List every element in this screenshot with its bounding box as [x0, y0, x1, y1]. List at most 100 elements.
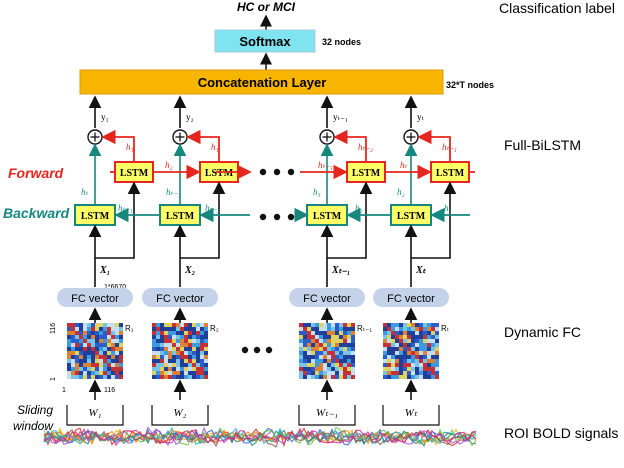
- fc-matrix-cell-1-12-2: [75, 371, 79, 375]
- fc-matrix-cell-1-0-9: [103, 323, 107, 327]
- fc-matrix-cell-2-11-7: [180, 367, 184, 371]
- fc-matrix-cell-3-11-6: [323, 367, 327, 371]
- fc-matrix-cell-3-0-9: [335, 323, 339, 327]
- fc-matrix-cell-2-11-10: [192, 367, 196, 371]
- y-label-1: y₁: [101, 112, 109, 122]
- fc-matrix-cell-1-2-7: [95, 331, 99, 335]
- fc-matrix-cell-1-4-0: [67, 339, 71, 343]
- fc-matrix-cell-1-4-13: [119, 339, 123, 343]
- fc-matrix-cell-1-11-1: [71, 367, 75, 371]
- fc-matrix-cell-4-12-11: [427, 371, 431, 375]
- fc-matrix-cell-3-12-4: [315, 371, 319, 375]
- fc-matrix-cell-4-3-4: [399, 335, 403, 339]
- fc-matrix-cell-2-9-9: [188, 359, 192, 363]
- fc-matrix-cell-2-12-8: [184, 371, 188, 375]
- fc-matrix-cell-4-8-10: [423, 355, 427, 359]
- fc-matrix-cell-4-11-12: [431, 367, 435, 371]
- fc-matrix-cell-3-4-4: [315, 339, 319, 343]
- fc-matrix-cell-2-0-13: [204, 323, 208, 327]
- fc-matrix-cell-2-12-3: [164, 371, 168, 375]
- fc-matrix-cell-2-11-0: [152, 367, 156, 371]
- fc-matrix-cell-2-13-2: [160, 375, 164, 379]
- fc-matrix-cell-3-4-9: [335, 339, 339, 343]
- fc-matrix-cell-2-3-7: [180, 335, 184, 339]
- fc-matrix-cell-3-10-5: [319, 363, 323, 367]
- fc-matrix-cell-4-1-1: [387, 327, 391, 331]
- fc-matrix-cell-4-13-7: [411, 375, 415, 379]
- fc-matrix-cell-4-5-13: [435, 343, 439, 347]
- fc-matrix-cell-2-10-12: [200, 363, 204, 367]
- fc-matrix-cell-2-11-1: [156, 367, 160, 371]
- fc-matrix-cell-1-2-8: [99, 331, 103, 335]
- fc-matrix-cell-2-5-13: [204, 343, 208, 347]
- fc-matrix-cell-4-8-8: [415, 355, 419, 359]
- fc-matrix-cell-1-3-3: [79, 335, 83, 339]
- fc-matrix-cell-2-9-3: [164, 359, 168, 363]
- forward-recurrent-label-3: hₜ: [400, 160, 408, 170]
- fc-matrix-cell-3-7-10: [339, 351, 343, 355]
- fc-matrix-cell-2-6-6: [176, 347, 180, 351]
- fc-matrix-cell-2-7-2: [160, 351, 164, 355]
- fc-matrix-cell-4-0-6: [407, 323, 411, 327]
- fc-matrix-cell-2-8-6: [176, 355, 180, 359]
- fc-matrix-cell-1-3-12: [115, 335, 119, 339]
- fc-matrix-cell-3-13-11: [343, 375, 347, 379]
- fc-matrix-cell-1-13-3: [79, 375, 83, 379]
- lstm-backward-label-1: LSTM: [81, 211, 110, 222]
- fc-matrix-cell-4-6-7: [411, 347, 415, 351]
- fc-matrix-cell-1-11-12: [115, 367, 119, 371]
- fc-matrix-cell-1-11-6: [91, 367, 95, 371]
- fc-matrix-cell-4-9-3: [395, 359, 399, 363]
- fc-matrix-cell-2-11-13: [204, 367, 208, 371]
- hb-label-2: hₜ₋₁: [166, 187, 181, 197]
- lstm-backward-label-4: LSTM: [397, 211, 426, 222]
- fc-matrix-cell-1-0-11: [111, 323, 115, 327]
- fc-matrix-cell-1-2-11: [111, 331, 115, 335]
- x-label-2: X₂: [184, 265, 195, 276]
- fc-matrix-cell-2-5-5: [172, 343, 176, 347]
- fc-matrix-cell-4-9-2: [391, 359, 395, 363]
- r-label-1: R₁: [125, 324, 134, 333]
- fc-matrix-cell-3-13-13: [351, 375, 355, 379]
- fc-matrix-cell-4-6-9: [419, 347, 423, 351]
- fc-matrix-cell-1-6-6: [91, 347, 95, 351]
- fc-matrix-cell-3-10-13: [351, 363, 355, 367]
- w-label-3: Wₜ₋₁: [316, 407, 338, 419]
- fc-matrix-cell-1-11-2: [75, 367, 79, 371]
- fc-matrix-cell-3-12-13: [351, 371, 355, 375]
- fc-matrix-cell-3-13-10: [339, 375, 343, 379]
- fc-matrix-cell-2-10-5: [172, 363, 176, 367]
- fc-matrix-cell-2-13-8: [184, 375, 188, 379]
- fc-matrix-cell-4-12-9: [419, 371, 423, 375]
- fc-matrix-cell-4-9-6: [407, 359, 411, 363]
- fc-matrix-cell-1-2-4: [83, 331, 87, 335]
- fc-matrix-cell-3-2-0: [299, 331, 303, 335]
- fc-matrix-cell-4-0-7: [411, 323, 415, 327]
- fc-matrix-cell-1-12-12: [115, 371, 119, 375]
- fc-matrix-cell-3-10-6: [323, 363, 327, 367]
- fc-matrix-cell-3-3-0: [299, 335, 303, 339]
- fc-matrix-cell-1-2-9: [103, 331, 107, 335]
- fc-matrix-cell-4-1-3: [395, 327, 399, 331]
- fc-matrix-cell-3-1-8: [331, 327, 335, 331]
- fc-matrix-cell-2-2-12: [200, 331, 204, 335]
- fc-matrix-cell-2-8-3: [164, 355, 168, 359]
- fc-matrix-cell-4-5-3: [395, 343, 399, 347]
- fc-matrix-cell-3-3-3: [311, 335, 315, 339]
- fc-matrix-cell-1-1-9: [103, 327, 107, 331]
- ellipsis-matrices: [241, 346, 273, 354]
- fc-matrix-cell-2-3-8: [184, 335, 188, 339]
- fc-matrix-cell-4-9-5: [403, 359, 407, 363]
- fc-matrix-cell-2-2-4: [168, 331, 172, 335]
- fc-matrix-cell-3-13-6: [323, 375, 327, 379]
- fc-matrix-cell-4-6-5: [403, 347, 407, 351]
- fc-matrix-cell-1-0-7: [95, 323, 99, 327]
- fc-matrix-cell-4-13-2: [391, 375, 395, 379]
- fc-matrix-cell-4-12-13: [435, 371, 439, 375]
- fc-matrix-cell-4-8-1: [387, 355, 391, 359]
- fc-matrix-cell-3-4-3: [311, 339, 315, 343]
- w-label-1: W₁: [89, 407, 102, 419]
- hf-label-1: h₁: [126, 142, 134, 152]
- fc-matrix-cell-4-10-12: [431, 363, 435, 367]
- fc-matrix-cell-4-2-0: [383, 331, 387, 335]
